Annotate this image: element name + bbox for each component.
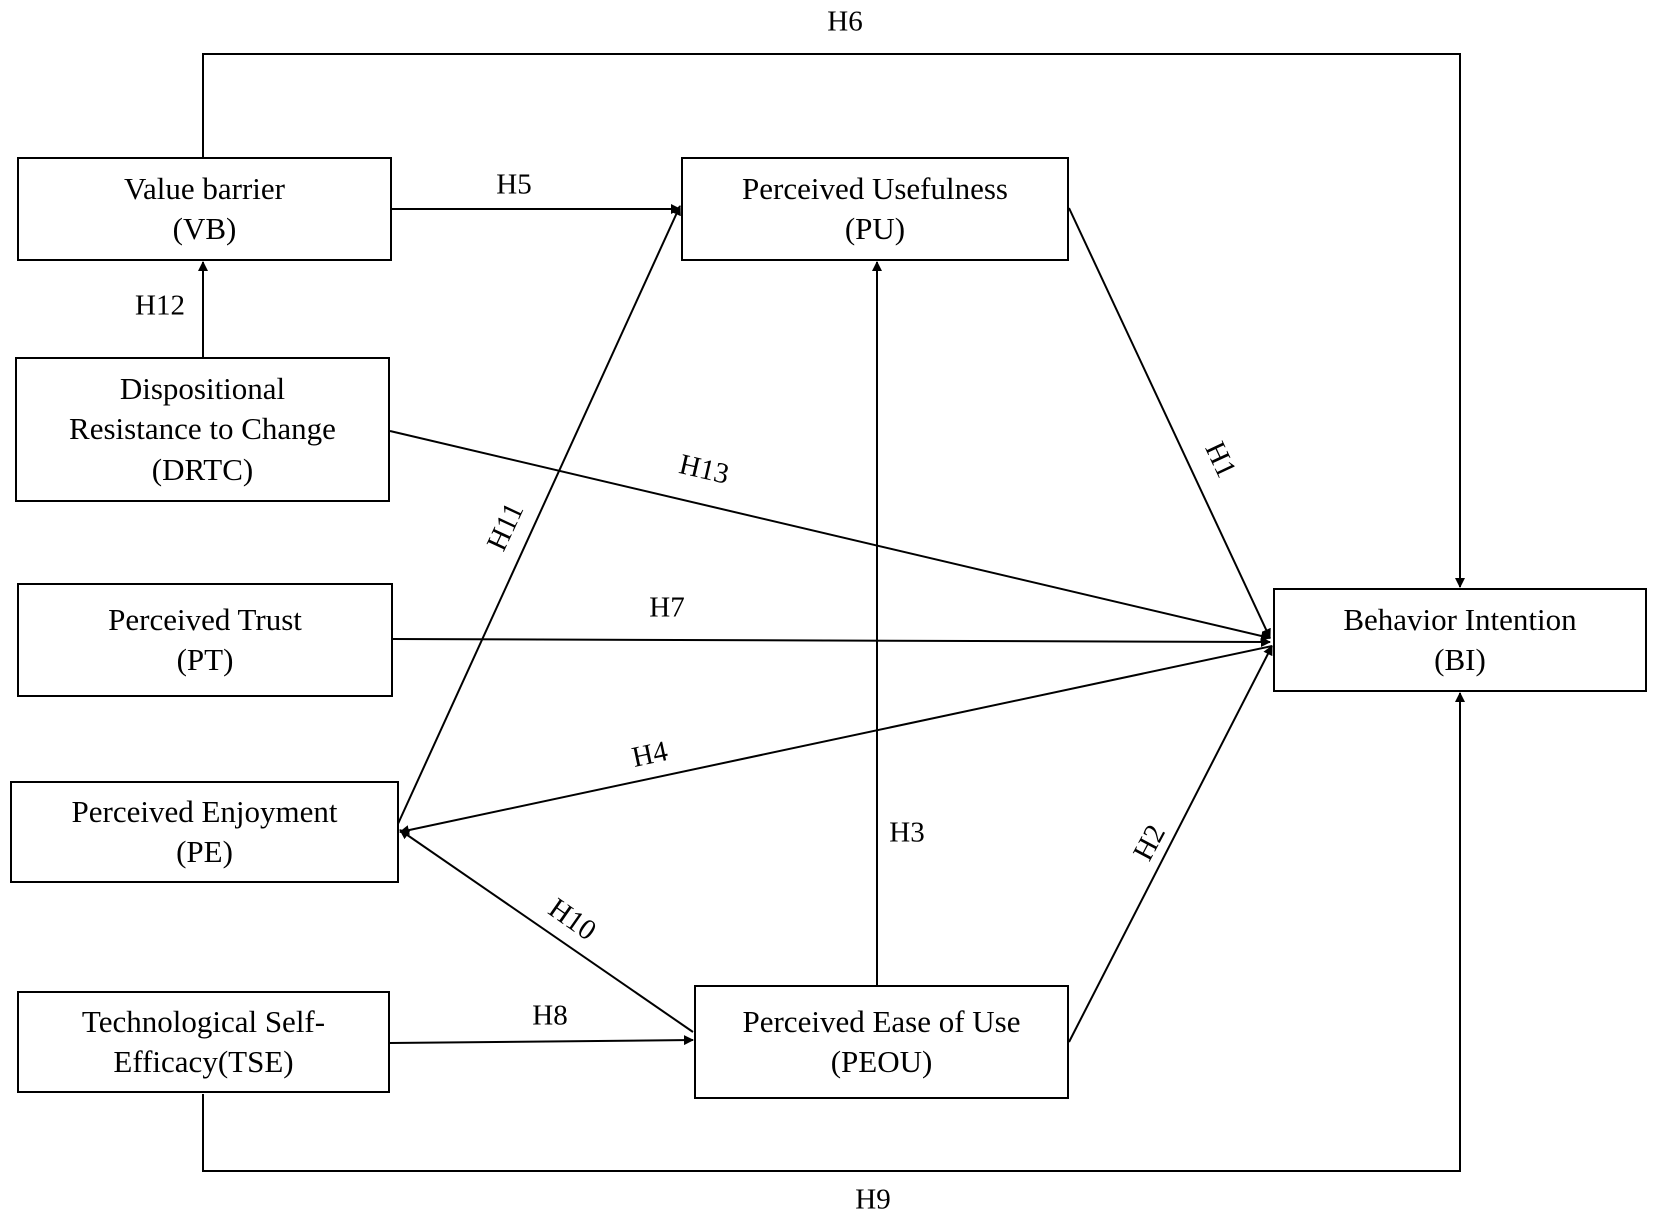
- perceived-enjoyment-box: Perceived Enjoyment (PE): [10, 781, 399, 883]
- label-h7: H7: [649, 591, 685, 624]
- perceived-usefulness-name: Perceived Usefulness: [742, 170, 1008, 206]
- perceived-ease-of-use-name: Perceived Ease of Use: [742, 1003, 1021, 1039]
- perceived-usefulness-abbr: (PU): [844, 211, 906, 246]
- arrow-h8: [389, 1035, 694, 1046]
- arrow-h1: [1068, 207, 1271, 639]
- perceived-trust-abbr: (PT): [176, 642, 234, 677]
- label-h6: H6: [827, 5, 863, 38]
- technological-self-efficacy-line1: Technological Self-: [81, 1003, 326, 1039]
- label-h3: H3: [889, 816, 925, 849]
- arrow-h13: [389, 430, 1271, 641]
- label-h9: H9: [855, 1183, 891, 1216]
- perceived-ease-of-use-abbr: (PEOU): [830, 1044, 933, 1079]
- value-barrier-box: Value barrier (VB): [17, 157, 392, 261]
- perceived-trust-name: Perceived Trust: [108, 601, 302, 637]
- perceived-usefulness-box: Perceived Usefulness (PU): [681, 157, 1069, 261]
- behavior-intention-abbr: (BI): [1434, 642, 1486, 677]
- arrow-h2: [1068, 645, 1273, 1043]
- value-barrier-name: Value barrier: [124, 170, 285, 206]
- perceived-ease-of-use-box: Perceived Ease of Use (PEOU): [694, 985, 1069, 1099]
- value-barrier-abbr: (VB): [172, 211, 237, 246]
- dispositional-resistance-box: Dispositional Resistance to Change (DRTC…: [15, 357, 390, 502]
- label-h5: H5: [496, 168, 532, 201]
- dispositional-resistance-line2: Resistance to Change: [69, 411, 336, 447]
- behavior-intention-box: Behavior Intention (BI): [1273, 588, 1647, 692]
- arrow-h9: [202, 692, 1465, 1172]
- dispositional-resistance-line1: Dispositional: [119, 371, 286, 407]
- perceived-enjoyment-name: Perceived Enjoyment: [71, 793, 338, 829]
- perceived-trust-box: Perceived Trust (PT): [17, 583, 393, 697]
- arrow-h4: [399, 645, 1273, 836]
- perceived-enjoyment-abbr: (PE): [176, 834, 233, 869]
- technological-self-efficacy-box: Technological Self- Efficacy(TSE): [17, 991, 390, 1093]
- dispositional-resistance-abbr: (DRTC): [151, 451, 254, 487]
- label-h4: H4: [629, 735, 671, 774]
- label-h12: H12: [135, 289, 185, 322]
- arrow-h6: [202, 53, 1465, 588]
- behavior-intention-name: Behavior Intention: [1343, 601, 1577, 637]
- arrow-h10: [399, 829, 694, 1033]
- label-h8: H8: [532, 999, 568, 1032]
- arrow-h7: [391, 636, 1271, 647]
- arrow-h11: [396, 205, 681, 827]
- technological-self-efficacy-line2: Efficacy(TSE): [113, 1044, 294, 1079]
